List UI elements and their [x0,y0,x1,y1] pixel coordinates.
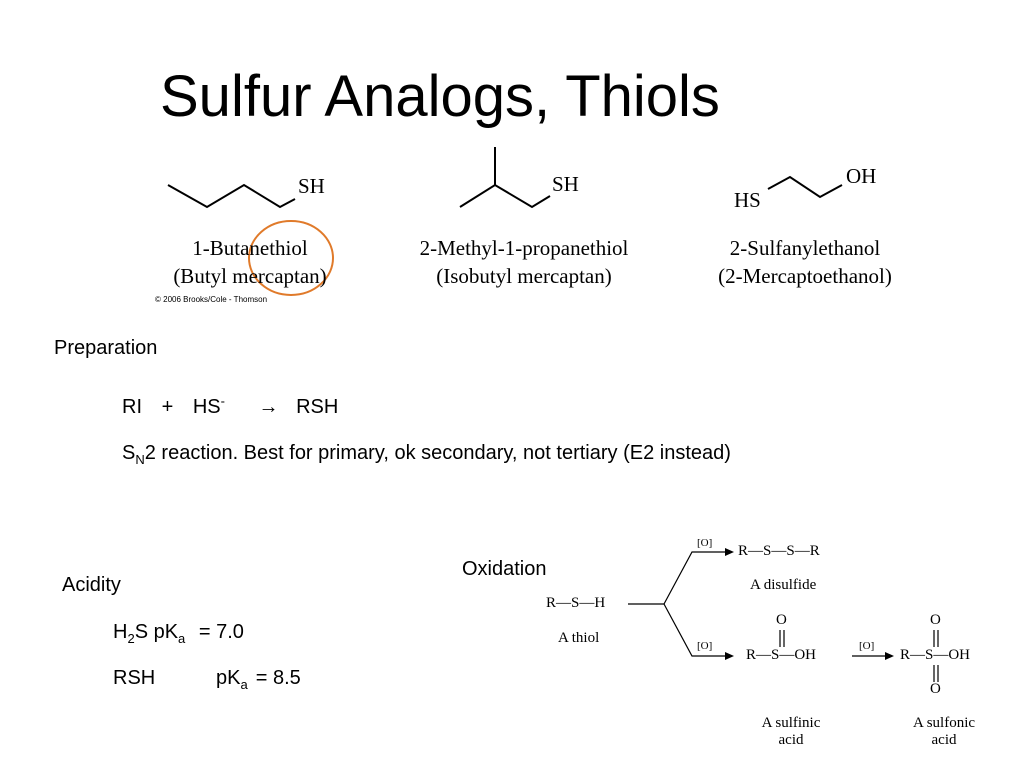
product-rsh: RSH [296,396,339,418]
thiol-highlight-circle [248,220,334,296]
copyright-note: © 2006 Brooks/Cole - Thomson [155,295,268,304]
plus-sign: + [161,396,174,418]
acidity-rsh-row: RSH pKa= 8.5 [113,667,301,692]
sulfonic-label: A sulfonic acid [912,715,976,748]
mercaptoethanol-oh-label: OH [846,164,877,188]
mercaptoethanol-hs-label: HS [734,188,761,212]
butanethiol-name: 1-Butanethiol (Butyl mercaptan) [173,236,327,288]
oxidant-label-right: [O] [859,640,875,652]
butanethiol-sh-label: SH [298,174,325,198]
butanethiol-skeleton [167,183,296,209]
acidity-h2s-row: H2S pKa = 7.0 [113,621,244,646]
reaction-arrow: → [258,396,279,418]
oxidant-label-bottom: [O] [697,640,713,652]
thiol-label: A thiol [558,630,600,646]
mercaptoethanol-skeleton [767,175,843,199]
mercaptoethanol-name: 2-Sulfanylethanol (2-Mercaptoethanol) [718,236,892,288]
molecule-structures [167,147,843,296]
sulfonic-oxygen-top: O [930,612,941,628]
disulfide-label: A disulfide [750,577,817,593]
thiol-formula: R—S—H [546,595,606,611]
sulfonic-oxygen-bottom: O [930,681,941,697]
oxidant-label-top: [O] [697,537,713,549]
isobutyl-skeleton [459,183,551,209]
slide-title: Sulfur Analogs, Thiols [160,64,720,129]
disulfide-arrow [663,551,728,605]
isobutyl-name: 2-Methyl-1-propanethiol (Isobutyl mercap… [419,236,629,288]
preparation-heading: Preparation [54,337,158,359]
sulfinic-arrow [663,603,728,657]
preparation-note: SN2 reaction. Best for primary, ok secon… [122,442,731,467]
isobutyl-sh-label: SH [552,172,579,196]
acidity-heading: Acidity [62,574,121,596]
oxidation-heading: Oxidation [462,558,547,580]
sulfinic-label: A sulfinic acid [761,715,821,748]
sulfinic-oxygen: O [776,612,787,628]
disulfide-formula: R—S—S—R [738,543,820,559]
reactant-hs: HS- [192,393,225,418]
reactant-ri: RI [122,396,142,418]
sulfinic-formula: R—S—OH [746,647,817,663]
preparation-equation: RI + HS- → RSH [122,393,339,419]
sulfonic-formula: R—S—OH [900,647,971,663]
